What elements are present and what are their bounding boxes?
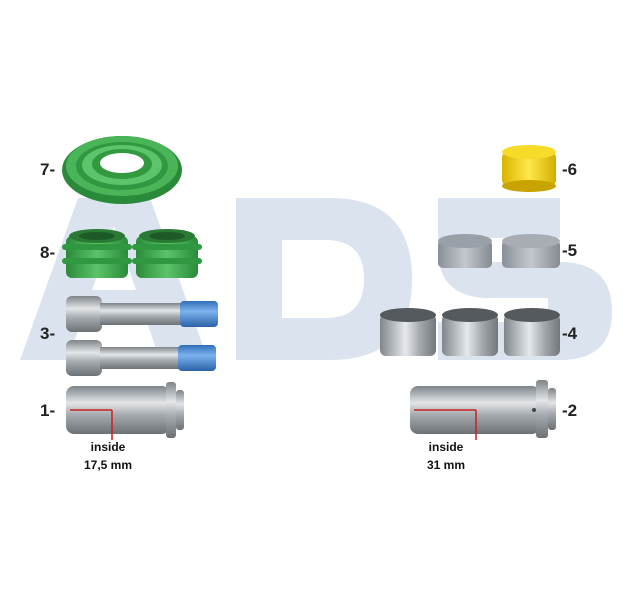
dim-right-value: 31 mm [426,458,466,472]
part-8-bellows [62,229,202,278]
label-6: -6 [562,160,578,179]
part-1-guide-sleeve [66,382,184,440]
part-6-yellow-cap [502,145,556,192]
label-8: 8- [40,243,56,262]
dim-left-caption: inside [90,440,126,454]
part-3-bolt-upper [66,296,218,332]
part-5-grey-caps [438,234,560,268]
dim-left-value: 17,5 mm [83,458,133,472]
label-2: -2 [562,401,578,420]
dim-right-caption: inside [428,440,464,454]
part-7-dust-boot [62,136,182,204]
part-3-bolt-lower [66,340,216,376]
label-3: 3- [40,324,56,343]
part-2-guide-sleeve [410,380,556,440]
label-4: -4 [562,324,578,343]
label-1: 1- [40,401,56,420]
label-7: 7- [40,160,56,179]
label-5: -5 [562,241,578,260]
part-4-bushings [380,308,560,356]
